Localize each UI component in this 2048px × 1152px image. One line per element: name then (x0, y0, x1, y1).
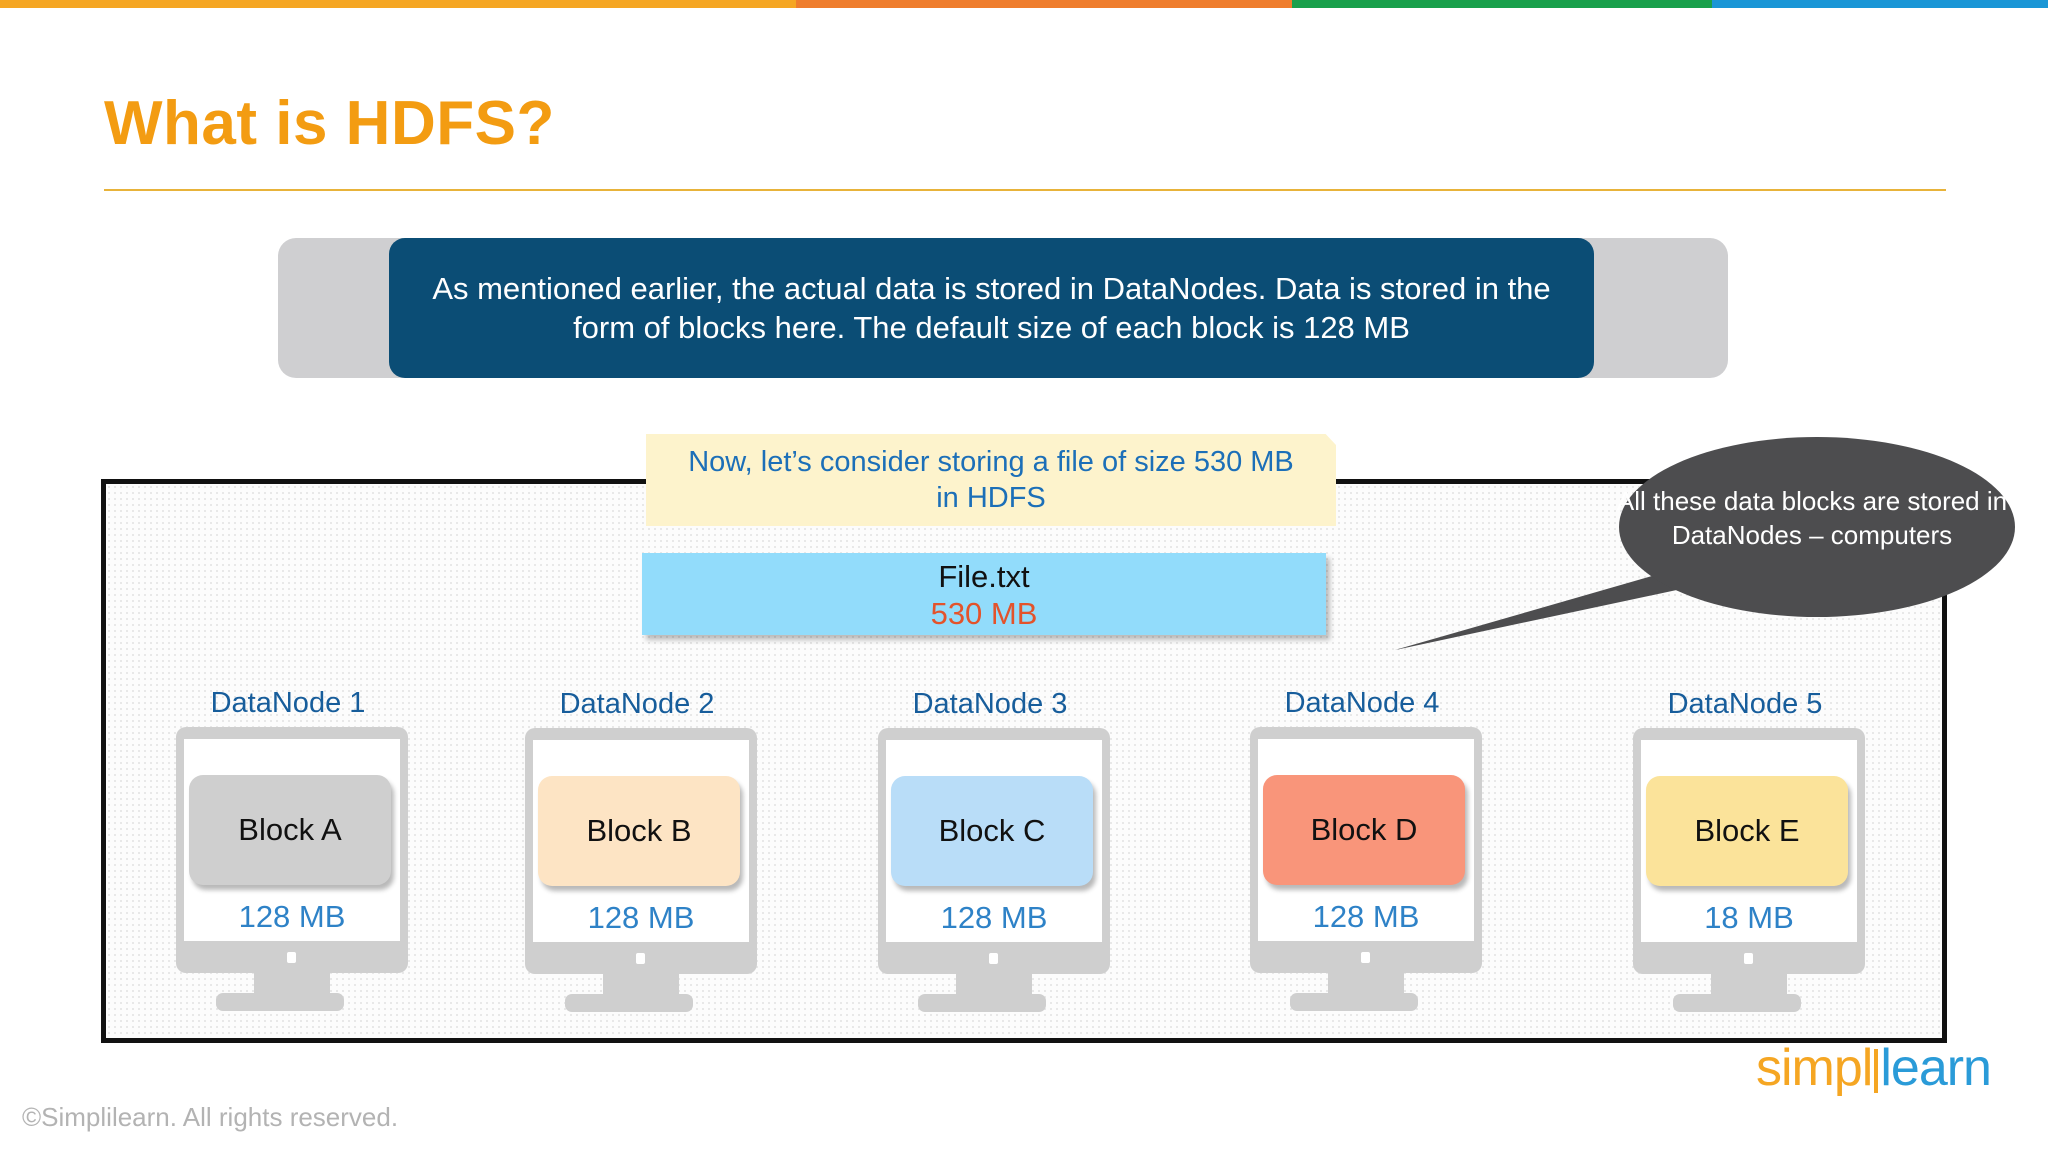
block-size: 128 MB (587, 900, 695, 935)
datanode-label: DataNode 2 (559, 688, 715, 720)
top-bar-segment-orange (0, 0, 796, 8)
file-size: 530 MB (930, 596, 1038, 631)
title-divider (104, 189, 1946, 191)
block-size: 128 MB (238, 899, 346, 934)
monitor-base (216, 993, 344, 1011)
datanode-label: DataNode 5 (1667, 688, 1823, 720)
block-size: 128 MB (940, 900, 1048, 935)
top-bar-segment-green (1292, 0, 1712, 8)
top-bar-segment-red (796, 0, 1292, 8)
data-block: Block B (538, 776, 740, 886)
data-block: Block D (1263, 775, 1465, 885)
monitor-icon: Block B 128 MB (525, 728, 757, 974)
power-led-icon (1744, 953, 1753, 964)
speech-bubble-text: All these data blocks are stored in Data… (1616, 486, 2008, 550)
monitor-base (918, 994, 1046, 1012)
logo-i-mark-icon (1874, 1049, 1879, 1093)
monitor-base (1673, 994, 1801, 1012)
top-bar-segment-blue (1712, 0, 2048, 8)
datanode-label: DataNode 4 (1284, 687, 1440, 719)
monitor-icon: Block D 128 MB (1250, 727, 1482, 973)
monitor-stand (254, 973, 330, 995)
monitor-stand (1711, 974, 1787, 996)
power-led-icon (1361, 952, 1370, 963)
monitor-base (565, 994, 693, 1012)
data-block: Block E (1646, 776, 1848, 886)
power-led-icon (636, 953, 645, 964)
data-block: Block C (891, 776, 1093, 886)
slide-title: What is HDFS? (104, 89, 555, 158)
monitor-icon: Block E 18 MB (1633, 728, 1865, 974)
datanode-label: DataNode 3 (912, 688, 1068, 720)
file-note: Now, let’s consider storing a file of si… (646, 434, 1336, 526)
monitor-base (1290, 993, 1418, 1011)
monitor-stand (603, 974, 679, 996)
logo-text-right: learn (1880, 1039, 1992, 1097)
block-size: 18 MB (1704, 900, 1794, 935)
top-accent-bar (0, 0, 2048, 8)
power-led-icon (287, 952, 296, 963)
monitor-stand (1328, 973, 1404, 995)
file-name: File.txt (938, 559, 1030, 594)
monitor-icon: Block A 128 MB (176, 727, 408, 973)
file-box: File.txt 530 MB (642, 553, 1326, 635)
block-size: 128 MB (1312, 899, 1420, 934)
power-led-icon (989, 953, 998, 964)
monitor-icon: Block C 128 MB (878, 728, 1110, 974)
copyright-notice: ©Simplilearn. All rights reserved. (22, 1102, 399, 1132)
monitor-stand (956, 974, 1032, 996)
intro-text-box: As mentioned earlier, the actual data is… (389, 238, 1594, 378)
logo-text-left: simpl (1756, 1039, 1873, 1097)
data-block: Block A (189, 775, 391, 885)
datanode-label: DataNode 1 (210, 687, 366, 719)
